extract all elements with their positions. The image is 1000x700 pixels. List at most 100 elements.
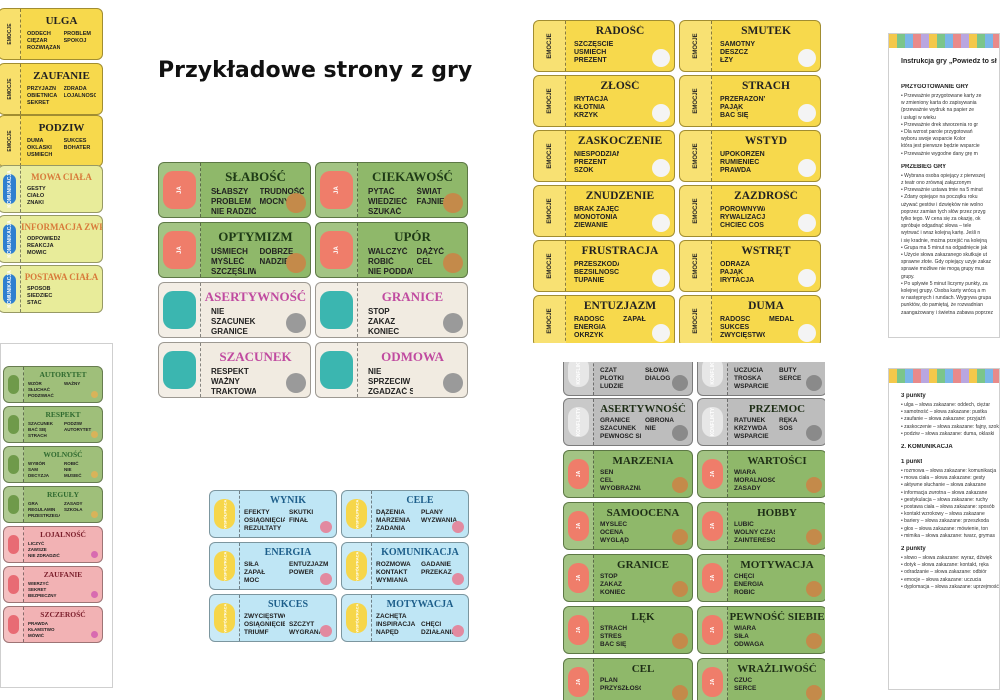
document-line: • aktywne słuchanie – słowa zakazane [901,482,987,489]
category-pill [163,291,196,329]
card-word: ZAINTERESOWANIA [734,537,775,544]
mascot-icon [806,633,822,649]
category-pill [8,575,19,594]
document-line: • kontakt wzrokowy – słowa zakazane [901,511,985,518]
card-word: RATUNEK [734,417,766,424]
card-category: KONFLIKTY [709,407,716,437]
card-word: ZIEWANIE [574,222,608,229]
game-card[interactable]: SZACUNEKRESPEKTWAŻNYTRAKTOWAĆ [158,342,311,398]
card-word: PRZYSZŁOŚĆ [600,685,641,692]
card-word: OKRZYK [574,332,604,339]
card-category: KONFLIKTY [575,407,582,437]
card-title: WRAŻLIWOŚĆ [737,663,817,675]
document-line: • Zdany opiejące na początku roku [901,194,978,201]
card-word: WYGRANA [289,629,324,636]
card-category: JA [575,522,582,530]
card-word: BUTY [779,367,797,374]
card-word [779,521,820,528]
card-stub: KONFLIKTY [698,399,728,445]
card-word: WYZWANIA [421,517,458,524]
card-word: ZGADZAĆ SIĘ [368,387,413,396]
card-title: REGUŁY [46,490,80,499]
card-stub: KOMUNIKACJA [0,216,21,262]
card-word: NIE PODDAWAĆ SIĘ [368,267,413,276]
game-card[interactable]: EMOCJEZAZDROŚĆPORÓWNYWANIERYWALIZACJACHC… [679,185,821,237]
card-stub: JA [316,223,358,277]
card-word: ZAKAZ [368,317,396,326]
card-title: LĘK [631,611,655,623]
category-pill [346,499,367,529]
card-stub: WSPÓŁPRACA [342,543,372,589]
card-stub [316,283,358,337]
card-word: ZAPAŁ [244,569,266,576]
mascot-icon [91,551,98,558]
card-word: LUBIĆ [734,521,754,528]
mascot-icon [320,573,332,585]
card-word [64,250,97,256]
document-line: • zaufanie – słowa zakazane: przyjaźń [901,416,986,423]
card-word [769,151,814,158]
card-title: UPÓR [394,229,431,244]
game-card[interactable]: EMOCJEZASKOCZENIENIESPODZIANKAPREZENTSZO… [533,130,675,182]
card-word: PRAWDA [28,621,48,626]
document-line: • mimika – słowa zakazane: twarz, grymas [901,532,996,539]
card-title: LOJALNOŚĆ [40,530,86,539]
card-category: EMOCJE [6,130,13,152]
game-card[interactable]: EMOCJEWSTYDUPOKORZENIERUMIENIECPRAWDA [679,130,821,182]
card-word [645,521,686,528]
